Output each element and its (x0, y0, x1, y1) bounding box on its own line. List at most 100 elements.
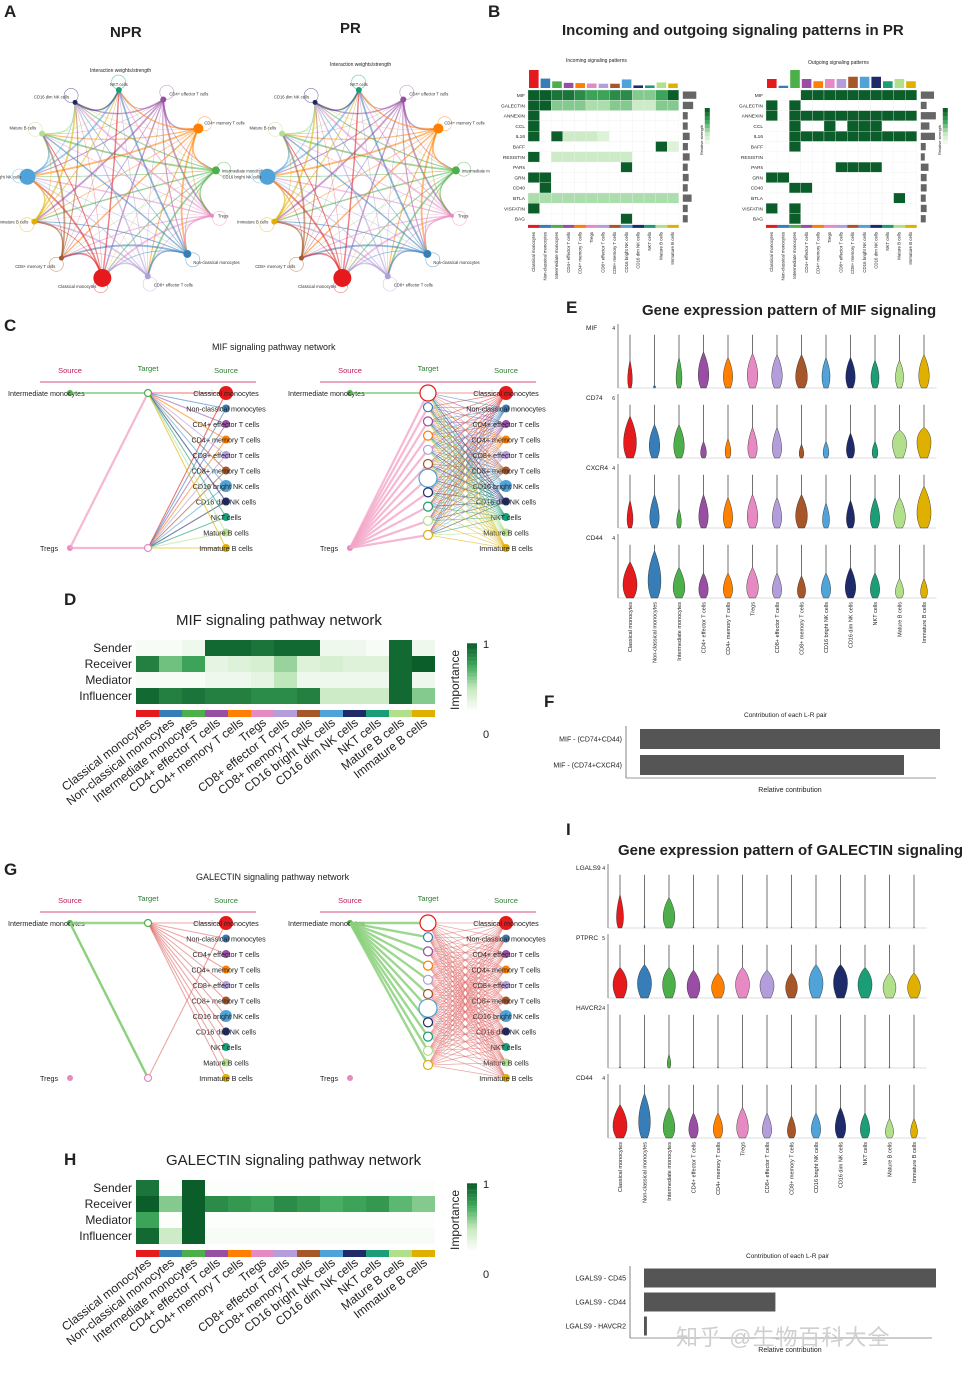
heatmap-cell (667, 161, 679, 173)
heatmap-cell (527, 172, 540, 183)
edge (427, 477, 507, 549)
list-node-label: Classical monocytes (473, 389, 539, 398)
heatmap-cell (881, 161, 894, 173)
node-label: CD8+ memory T cells (15, 264, 55, 269)
heatmap-cell (870, 172, 883, 183)
edge (427, 979, 507, 1048)
panel-h-title: GALECTIN signaling pathway network (166, 1152, 422, 1169)
role-cell (320, 1196, 343, 1212)
list-node (502, 1027, 510, 1036)
edge (427, 1007, 507, 1079)
role-cell (182, 1228, 205, 1244)
heatmap-cell (585, 213, 598, 225)
legend-swatch (704, 136, 710, 140)
heatmap-cell (632, 161, 645, 173)
list-node (222, 950, 230, 958)
list-node (222, 996, 230, 1005)
violin (626, 474, 634, 529)
heatmap-cell (777, 213, 790, 225)
edge (427, 449, 507, 471)
heatmap-cell (905, 161, 917, 173)
violin (835, 1084, 846, 1139)
axis-max: 4 (602, 866, 605, 872)
heatmap-cell (847, 120, 859, 132)
heatmap-cell (777, 203, 790, 214)
target-node (422, 515, 434, 526)
col-sum-bar (859, 76, 870, 88)
edge (427, 993, 507, 1063)
heatmap-cell (905, 182, 917, 194)
edge (314, 101, 457, 171)
edge (427, 993, 507, 1032)
legend-swatch (467, 710, 477, 713)
heatmap-cell (847, 151, 859, 163)
edge (427, 435, 507, 502)
cell-type-label: Tregs (589, 231, 594, 243)
violin (815, 874, 817, 929)
edge (282, 89, 360, 135)
heatmap-cell (539, 192, 552, 204)
cell-type-label: Tregs (741, 1142, 747, 1156)
edge (41, 127, 199, 140)
violin (692, 874, 695, 929)
edge (427, 392, 507, 425)
edge (427, 408, 507, 536)
legend-swatch (704, 112, 710, 116)
list-node-label: CD4+ effector T cells (473, 950, 540, 959)
role-cell (320, 640, 343, 656)
violin (653, 334, 656, 389)
heatmap-cell (812, 110, 825, 122)
violin (747, 334, 758, 389)
heatmap-cell (858, 192, 871, 204)
panel-letter-i: I (566, 820, 571, 839)
panel-b-outgoing-title: Outgoing signaling patterns (808, 60, 869, 66)
list-node-label: CD4+ effector T cells (473, 420, 540, 429)
violin (746, 544, 759, 599)
role-cell (366, 640, 389, 656)
cell-color-strip (766, 224, 778, 228)
legend-swatch (467, 1238, 477, 1241)
heatmap-cell (609, 110, 621, 122)
target-node (422, 501, 434, 512)
cell-color-strip (597, 224, 610, 228)
target-node (143, 918, 153, 928)
legend-swatch (467, 668, 477, 671)
heatmap-cell (812, 151, 825, 163)
edge (427, 951, 507, 1032)
col-sum-bar (825, 79, 835, 88)
edge (427, 1031, 507, 1037)
edge (427, 953, 507, 966)
heatmap-cell (812, 100, 825, 111)
role-cell (136, 1196, 159, 1212)
list-node (222, 965, 230, 974)
heatmap-cell (643, 182, 656, 194)
heatmap-cell (823, 203, 836, 214)
edge (427, 951, 507, 1079)
heatmap-cell (643, 131, 656, 142)
heatmap-cell (527, 89, 540, 101)
edge (427, 993, 507, 1001)
edge (427, 516, 507, 536)
role-label: Sender (93, 641, 132, 655)
violin (643, 874, 646, 929)
violin (822, 404, 830, 459)
edge (427, 492, 507, 502)
col-sum-bar (633, 85, 643, 88)
edge (427, 435, 507, 456)
node (400, 96, 407, 103)
edge (74, 102, 149, 277)
heatmap-cell (881, 120, 894, 132)
violin (811, 1084, 821, 1139)
list-node (222, 934, 230, 943)
list-node (219, 386, 233, 400)
target-node (422, 487, 434, 498)
legend-swatch (467, 1183, 477, 1186)
cell-color-strip (412, 1250, 435, 1257)
heatmap-cell (597, 141, 610, 152)
panel-letter-d: D (64, 590, 77, 609)
heatmap-cell (632, 172, 645, 183)
legend-swatch (467, 1210, 477, 1214)
heatmap-cell (574, 203, 587, 214)
cell-color-strip (205, 1250, 228, 1257)
